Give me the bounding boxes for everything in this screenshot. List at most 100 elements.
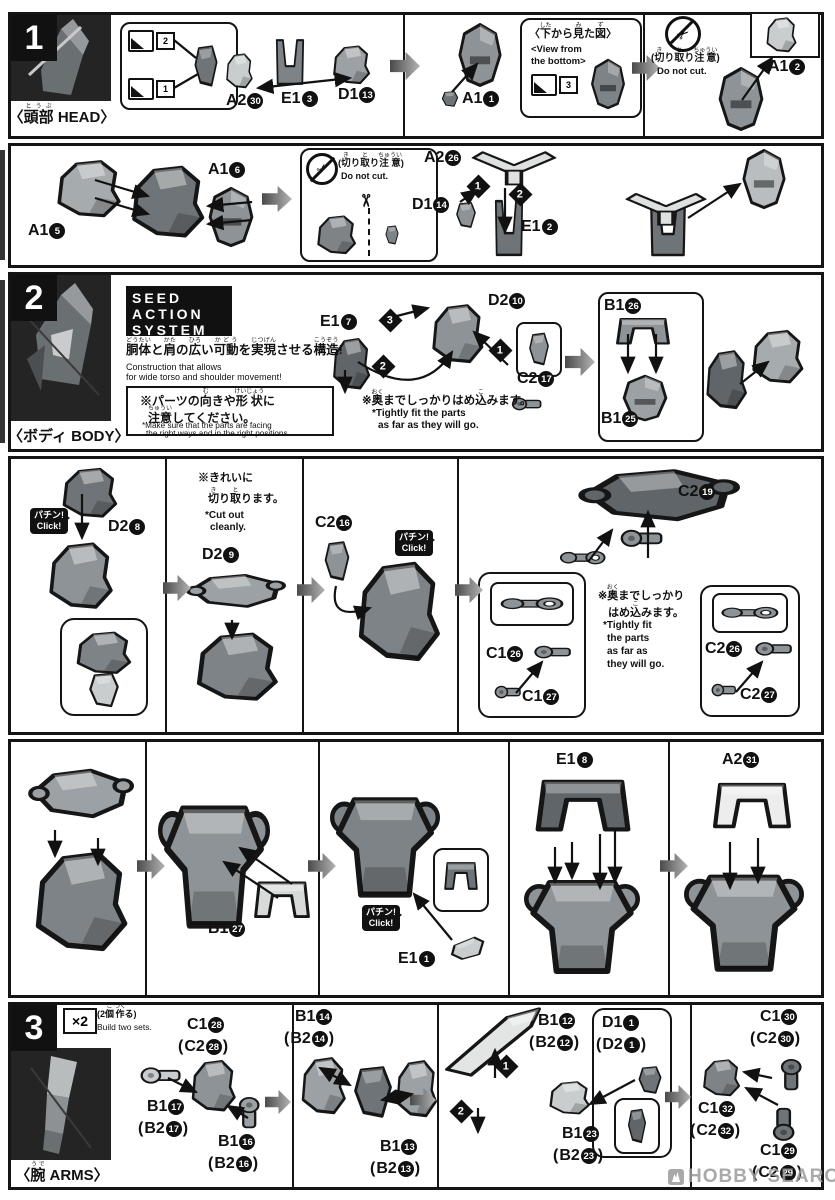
part-illustration — [28, 848, 132, 956]
part-illustration — [532, 772, 634, 854]
watermark-text: HOBBY SEARCH — [688, 1166, 835, 1187]
click-callout: パチン!Click! — [395, 530, 435, 556]
view-from-bottom-en1: <View from — [531, 44, 582, 55]
part-num: 10 — [509, 293, 526, 309]
scan-edge-artifact — [0, 150, 5, 260]
paren: ) — [222, 1038, 229, 1055]
part-illustration — [57, 159, 121, 218]
runner-gate-icon — [128, 78, 154, 100]
part-code: D1 — [412, 196, 433, 213]
part-illustration — [441, 91, 459, 107]
part-code: A1 — [208, 161, 229, 178]
part-num: 26 — [726, 641, 743, 657]
part-code: D2 — [108, 518, 129, 535]
part-num: 7 — [340, 314, 357, 330]
step3-number: 3 — [11, 1005, 57, 1051]
part-illustration — [549, 1081, 590, 1115]
paren: ) — [328, 1030, 335, 1047]
part-num: 14 — [433, 197, 450, 213]
paren: ) — [597, 1147, 604, 1164]
step3-photo — [11, 1048, 111, 1160]
panel-divider — [165, 459, 167, 732]
part-num: 14 — [311, 1031, 328, 1047]
part-code: B1 — [538, 1012, 559, 1029]
part-illustration — [208, 186, 254, 248]
part-code: B1 — [147, 1098, 168, 1115]
part-code: C1 — [760, 1142, 781, 1159]
part-num: 8 — [576, 752, 593, 768]
paren: ( — [690, 1122, 696, 1139]
part-num: 13 — [401, 1139, 418, 1155]
part-num: 28 — [208, 1017, 225, 1033]
part-num: 30 — [781, 1009, 798, 1025]
panel-divider — [437, 1005, 439, 1187]
part-code: B1 — [380, 1138, 401, 1155]
paren: ( — [553, 1147, 559, 1164]
part-illustration — [444, 862, 478, 890]
part-num: 30 — [777, 1031, 794, 1047]
step1-title: 〈頭部とうぶ HEAD〉 — [8, 104, 116, 126]
part-num: 29 — [781, 1143, 798, 1159]
part-code: C1 — [187, 1016, 208, 1033]
part-illustration — [752, 330, 804, 384]
part-code: C1 — [522, 688, 543, 705]
fit2-en4: they will go. — [607, 659, 665, 670]
view-from-bottom-jp: 〈下したから見みた図ず〉 — [529, 23, 617, 40]
part-num: 17 — [168, 1099, 185, 1115]
cut-line — [368, 208, 370, 256]
part-illustration — [275, 39, 305, 85]
paren: ( — [752, 1164, 758, 1181]
paren: ( — [370, 1160, 376, 1177]
part-num: 17 — [538, 371, 555, 387]
part-illustration — [500, 596, 564, 611]
part-num: 2 — [541, 219, 558, 235]
part-code: D1 — [338, 86, 359, 103]
do-not-cut-icon: ✂ — [665, 16, 701, 52]
part-illustration — [352, 558, 444, 666]
part-code: B2 — [214, 1155, 235, 1172]
panel-divider — [292, 1005, 294, 1187]
runner-number: 3 — [559, 76, 578, 94]
part-num: 9 — [223, 547, 240, 563]
part-num: 3 — [301, 91, 318, 107]
build-x2-badge: ×2 — [63, 1008, 97, 1034]
part-illustration — [140, 1067, 181, 1084]
part-illustration — [627, 1108, 647, 1144]
hobby-search-logo — [668, 1169, 684, 1185]
part-code: A1 — [28, 222, 49, 239]
part-num: 19 — [699, 484, 716, 500]
part-code: B1 — [562, 1125, 583, 1142]
part-illustration — [638, 1066, 662, 1094]
part-code: D2 — [602, 1036, 623, 1053]
click-callout: パチン!Click! — [30, 508, 70, 534]
paren: ( — [138, 1120, 144, 1137]
paren: ( — [284, 1030, 290, 1047]
part-num: 28 — [205, 1039, 222, 1055]
watermark: HOBBY SEARCH — [668, 1166, 835, 1188]
part-code: A2 — [226, 92, 247, 109]
fit-note-en1: *Tightly fit the parts — [372, 408, 466, 419]
part-detail-inset — [614, 1098, 660, 1154]
fit-note-jp: ※奥おくまでしっかりはめ込こみます。 — [362, 390, 532, 407]
